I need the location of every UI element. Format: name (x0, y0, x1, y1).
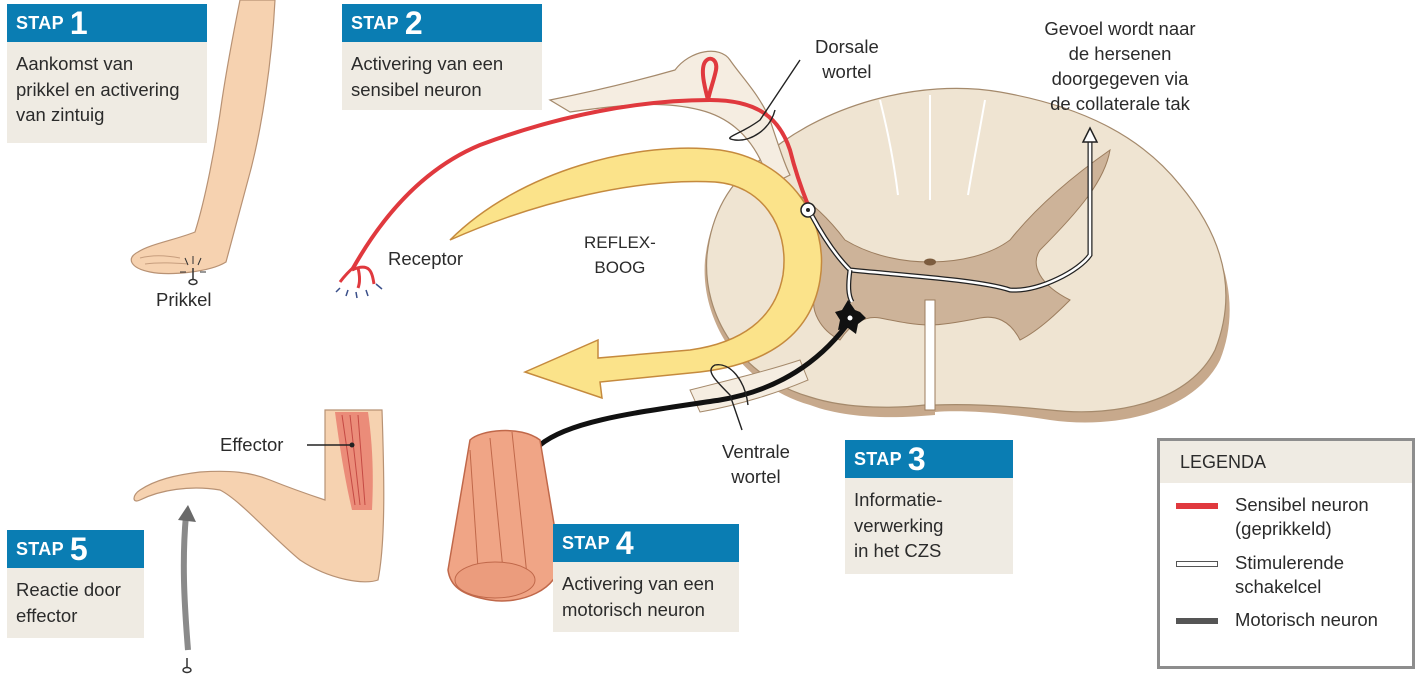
step-text-line: verwerking (854, 514, 944, 536)
step-3-header: STAP 3 (845, 440, 1013, 478)
label-line: Gevoel wordt naar (1044, 18, 1196, 39)
arm-effector-illustration (133, 409, 385, 674)
step-text-line: Informatie- (854, 489, 943, 510)
red-line-swatch-icon (1176, 503, 1218, 509)
step-5-header: STAP 5 (7, 530, 144, 568)
legend-text-line: Sensibel neuron (1235, 494, 1369, 515)
step-number: 2 (404, 5, 423, 41)
step-number: 5 (69, 531, 88, 567)
arrow-up-icon (1081, 126, 1099, 143)
dorsal-root-pointer (729, 59, 801, 141)
label-line: REFLEX- (584, 233, 656, 252)
step-2-description: Activering van een sensibel neuron (342, 42, 542, 110)
step-label: STAP (854, 448, 902, 469)
dorsal-root-ganglion (548, 50, 791, 186)
pin-icon-bottom (182, 658, 192, 674)
step-1-header: STAP 1 (7, 4, 207, 42)
step-5-description: Reactie door effector (7, 568, 144, 638)
legend-item-motor: Motorisch neuron (1160, 608, 1378, 632)
legend-item-text: Sensibel neuron (geprikkeld) (1235, 493, 1369, 541)
step-text-line: Activering van een (351, 53, 504, 74)
dark-line-swatch-icon (1176, 618, 1218, 624)
step-text-line: sensibel neuron (351, 78, 482, 100)
label-line: de hersenen (1068, 43, 1172, 64)
label-line: BOOG (594, 258, 646, 277)
step-5-box: STAP 5 Reactie door effector (7, 530, 144, 638)
prikkel-label: Prikkel (156, 289, 212, 310)
step-3-description: Informatie- verwerking in het CZS (845, 478, 1013, 574)
step-text-line: prikkel en activering (16, 78, 180, 100)
muscle-bundle (447, 429, 561, 602)
label-line: Ventrale (722, 441, 790, 462)
step-number: 4 (615, 525, 634, 561)
step-1-box: STAP 1 Aankomst van prikkel en activerin… (7, 4, 207, 143)
receptor-label: Receptor (388, 248, 464, 269)
step-1-description: Aankomst van prikkel en activering van z… (7, 42, 207, 143)
legend-text-line: Stimulerende (1235, 552, 1345, 573)
receptor-spark-icon (335, 283, 383, 299)
step-text-line: van zintuig (16, 104, 105, 125)
step-2-header: STAP 2 (342, 4, 542, 42)
stimulus-arrow (180, 514, 191, 651)
ventral-root-pointer (710, 364, 749, 431)
reflex-arc-label: REFLEX- BOOG (584, 230, 656, 280)
effector-label: Effector (220, 434, 284, 455)
step-3-box: STAP 3 Informatie- verwerking in het CZS (845, 440, 1013, 574)
label-line: wortel (731, 466, 781, 487)
step-text-line: Aankomst van (16, 53, 134, 74)
reflex-arc-arrow (449, 147, 823, 400)
step-text-line: Activering van een (562, 573, 715, 594)
legend-text-line: schakelcel (1235, 576, 1322, 597)
legend-item-sensory: Sensibel neuron (geprikkeld) (1160, 493, 1369, 541)
step-4-box: STAP 4 Activering van een motorisch neur… (553, 524, 739, 632)
step-text-line: motorisch neuron (562, 598, 705, 620)
pin-icon (180, 256, 206, 286)
step-label: STAP (562, 532, 610, 553)
legend-title: LEGENDA (1160, 441, 1412, 483)
step-text-line: effector (16, 604, 78, 626)
label-line: doorgegeven via (1051, 68, 1189, 89)
step-2-box: STAP 2 Activering van een sensibel neuro… (342, 4, 542, 110)
step-4-header: STAP 4 (553, 524, 739, 562)
legend-item-text: Stimulerende schakelcel (1235, 551, 1344, 599)
legend-item-interneuron: Stimulerende schakelcel (1160, 551, 1344, 599)
step-number: 1 (69, 5, 88, 41)
legend: LEGENDA Sensibel neuron (geprikkeld) Sti… (1157, 438, 1415, 669)
step-label: STAP (351, 12, 399, 33)
label-line: Dorsale (815, 36, 879, 57)
sensory-neuron (335, 56, 816, 299)
outline-line-swatch-icon (1176, 561, 1218, 567)
label-line: de collaterale tak (1050, 93, 1190, 114)
muscle-striation (341, 414, 366, 506)
step-label: STAP (16, 538, 64, 559)
label-line: wortel (822, 61, 872, 82)
step-4-description: Activering van een motorisch neuron (553, 562, 739, 632)
step-number: 3 (907, 441, 926, 477)
legend-text-line: (geprikkeld) (1235, 518, 1332, 539)
legend-item-text: Motorisch neuron (1235, 608, 1378, 632)
step-label: STAP (16, 12, 64, 33)
step-text-line: Reactie door (16, 579, 121, 600)
interneuron (809, 126, 1099, 304)
dorsal-root-label: Dorsale wortel (815, 34, 879, 84)
legend-text-line: Motorisch neuron (1235, 609, 1378, 630)
step-text-line: in het CZS (854, 540, 942, 561)
arm-stimulus-illustration (130, 0, 276, 286)
ventral-root-label: Ventrale wortel (722, 439, 790, 489)
collateral-branch-label: Gevoel wordt naar de hersenen doorgegeve… (1030, 16, 1210, 116)
